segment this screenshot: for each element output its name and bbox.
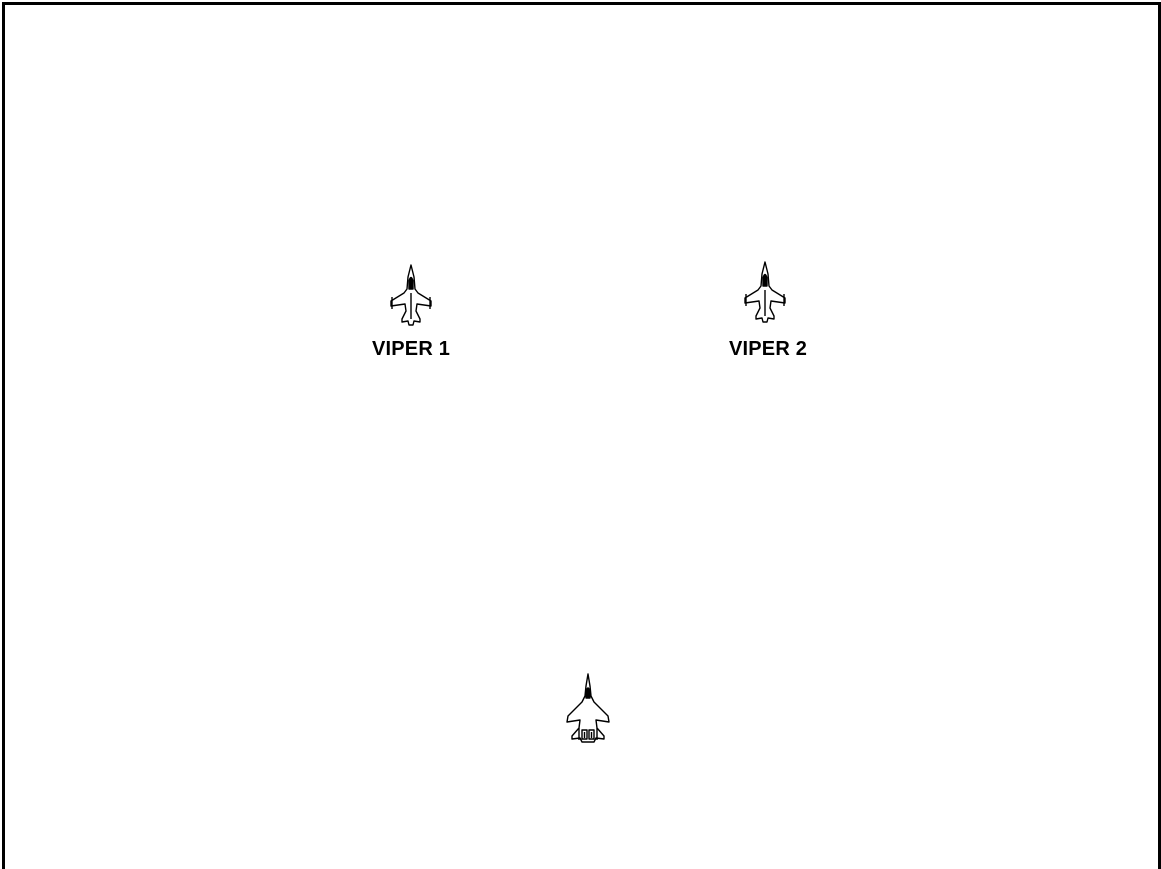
viper-1-label: VIPER 1 — [372, 338, 450, 361]
mig29-jet-icon — [562, 672, 614, 744]
viper-1-f16-jet-icon — [388, 263, 434, 327]
f16-jet-icon — [388, 263, 434, 327]
viper-2-label: VIPER 2 — [729, 338, 807, 361]
viper-2-f16-jet-icon — [742, 260, 788, 324]
f16-jet-icon — [742, 260, 788, 324]
bandit-mig29-jet-icon — [562, 672, 614, 744]
